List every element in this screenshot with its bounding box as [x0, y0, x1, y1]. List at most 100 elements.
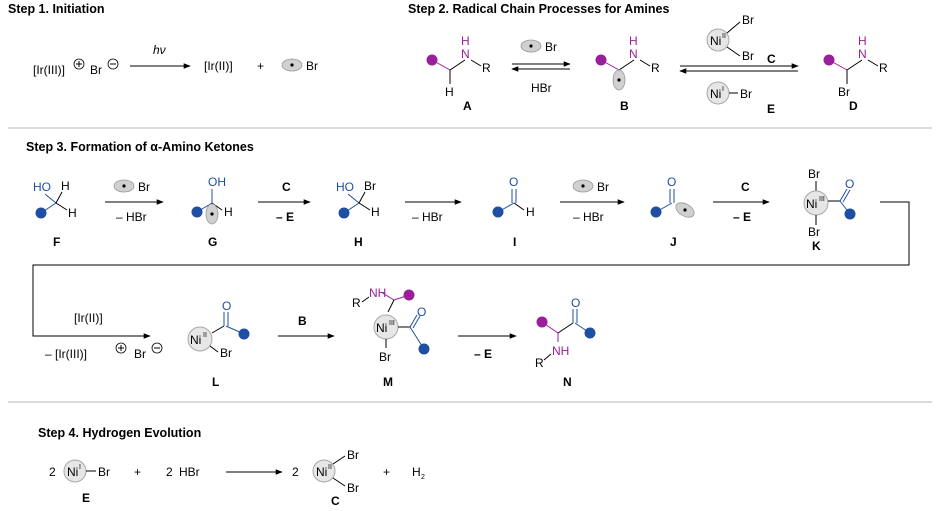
oxidation-state: I	[79, 464, 81, 471]
label-B: B	[298, 314, 307, 328]
br-label: Br	[98, 465, 110, 479]
wrap-around-arrow	[32, 201, 910, 339]
nh-label: NH	[552, 344, 569, 358]
nickel-I-bromide-E: Ni I Br	[63, 459, 110, 483]
plus-sign: +	[134, 465, 141, 479]
h-label: H	[371, 205, 380, 219]
r-label: R	[651, 61, 660, 75]
h-label: H	[68, 206, 77, 220]
o-label: O	[667, 175, 676, 189]
h-label: H	[445, 85, 454, 99]
oxidation-state: II	[328, 464, 332, 471]
nickel-sphere-icon	[312, 459, 336, 483]
step-3-row-2: [Ir(II)] – [Ir(III)] Br Ni II O Br L B R	[45, 286, 596, 389]
h-label: H	[526, 205, 535, 219]
nh-label: N	[629, 47, 638, 61]
ho-label: HO	[336, 180, 354, 194]
minus-e-label: – E	[733, 210, 751, 224]
light-hv-label: hν	[153, 43, 166, 57]
label-M: M	[383, 375, 393, 389]
nickel-II-dibromide-C: Ni II Br Br	[706, 13, 754, 63]
minus-hbr-label: – HBr	[116, 210, 147, 224]
coefficient: 2	[292, 465, 299, 479]
anion-charge-icon	[151, 342, 163, 354]
label-G: G	[208, 235, 217, 249]
br-label: Br	[740, 87, 752, 101]
o-label: O	[509, 175, 518, 189]
br-label: Br	[742, 49, 754, 63]
acyl-radical-J: O	[650, 175, 695, 218]
hbr-label: HBr	[531, 81, 552, 95]
oh-label: OH	[208, 175, 226, 189]
bromine-radical-label: Br	[306, 59, 318, 73]
cation-charge-icon	[73, 58, 85, 70]
br-label: Br	[838, 85, 850, 99]
h-label: H	[224, 205, 233, 219]
r-label: R	[352, 296, 361, 310]
bromine-radical-label: Br	[597, 180, 609, 194]
o-label: O	[417, 305, 426, 319]
aldehyde-I: O H	[492, 175, 535, 219]
step-4-scheme: 2 Ni I Br E + 2 HBr 2 Ni II Br Br C + H …	[49, 448, 425, 508]
br-label: Br	[808, 225, 820, 239]
coefficient: 2	[49, 465, 56, 479]
alpha-bromo-amine-D: N H R Br	[823, 34, 888, 99]
methanol-F: HO H H	[33, 179, 77, 220]
ir2-reagent: [Ir(II)]	[74, 311, 103, 325]
label-H: H	[354, 235, 363, 249]
label-L: L	[212, 375, 219, 389]
nickel-sphere-icon	[187, 326, 213, 352]
r-label: R	[482, 61, 491, 75]
label-K: K	[812, 239, 821, 253]
label-I: I	[513, 235, 516, 249]
br-label: Br	[220, 346, 232, 360]
amine-A: N H R H	[426, 34, 491, 99]
step-1-scheme: [Ir(III)] Br hν [Ir(II)] + Br	[33, 43, 318, 77]
hbr-label: HBr	[179, 465, 200, 479]
ho-label: HO	[33, 180, 51, 194]
nickel-III-complex-M: R NH Ni III O Br	[352, 286, 430, 364]
cation-charge-icon	[115, 342, 127, 354]
ni-label: Ni	[316, 465, 327, 479]
ni-label: Ni	[710, 87, 721, 101]
minus-hbr-label: – HBr	[573, 210, 604, 224]
label-C: C	[282, 180, 291, 194]
r-label: R	[535, 356, 544, 370]
plus-sign: +	[257, 59, 264, 73]
hydrogen-subscript: 2	[421, 474, 425, 481]
bromide-anion: Br	[134, 347, 146, 361]
step-2-title: Step 2. Radical Chain Processes for Amin…	[408, 2, 669, 16]
hydrogen-label: H	[412, 465, 421, 479]
ir3-species: [Ir(III)]	[33, 63, 65, 77]
ni-label: Ni	[376, 321, 387, 335]
h-label: H	[461, 34, 470, 48]
bromine-radical-label: Br	[545, 40, 557, 54]
coefficient: 2	[166, 465, 173, 479]
bromide-anion: Br	[90, 63, 102, 77]
o-label: O	[571, 296, 580, 310]
bromomethanol-H: HO Br H	[336, 179, 380, 219]
h-label: H	[858, 34, 867, 48]
alpha-amino-radical-B: N H R	[595, 34, 660, 91]
oxidation-state: I	[722, 86, 724, 93]
oxidation-state: II	[203, 332, 207, 339]
ni-label: Ni	[190, 333, 201, 347]
minus-e-label: – E	[276, 210, 294, 224]
ni-label: Ni	[806, 197, 817, 211]
h-label: H	[629, 34, 638, 48]
label-C: C	[767, 52, 776, 66]
hydroxymethyl-radical-G: OH H	[191, 175, 233, 225]
minus-hbr-label: – HBr	[412, 210, 443, 224]
oxidation-state: II	[722, 33, 726, 40]
br-label: Br	[379, 350, 391, 364]
label-F: F	[53, 235, 60, 249]
bromine-radical-label: Br	[138, 180, 150, 194]
nickel-II-dibromide-C: Ni II Br Br	[312, 448, 359, 495]
step-4-title: Step 4. Hydrogen Evolution	[38, 426, 201, 440]
ni-label: Ni	[67, 465, 78, 479]
ir2-species: [Ir(II)]	[204, 59, 233, 73]
label-C: C	[331, 494, 340, 508]
anion-charge-icon	[107, 58, 119, 70]
acyl-nickel-II-L: Ni II O Br	[187, 299, 250, 360]
